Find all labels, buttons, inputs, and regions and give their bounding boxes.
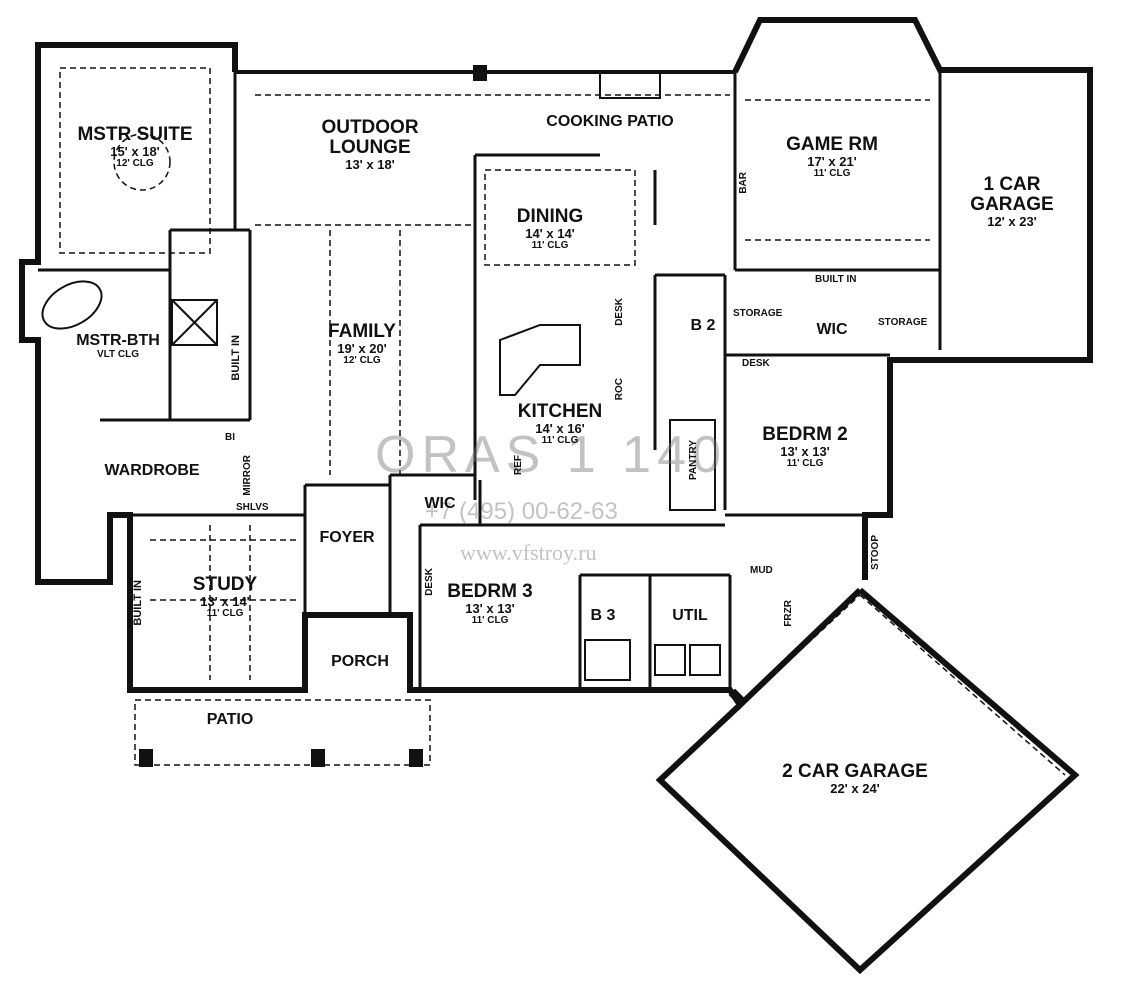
room-dims: 13' x 18' xyxy=(345,156,395,172)
pantry-shelves-icon xyxy=(669,419,716,511)
label-built-in-game: BUILT IN xyxy=(815,274,857,285)
label-desk-bedrm2: DESK xyxy=(742,358,770,369)
room-ceiling: 12' CLG xyxy=(116,157,154,169)
room-dims: 22' x 24' xyxy=(830,780,880,796)
room-dims: 19' x 20' xyxy=(337,340,387,356)
room-name: B 2 xyxy=(690,317,716,334)
room-ceiling: VLT CLG xyxy=(96,348,140,360)
room-dims: 13' x 13' xyxy=(780,443,830,459)
room-ceiling: 11' CLG xyxy=(531,239,569,251)
room-name: B 3 xyxy=(590,607,616,624)
room-patio: PATIO xyxy=(206,711,254,729)
room-name: DINING xyxy=(516,206,584,227)
label-ref: REF xyxy=(513,455,524,475)
room-name: MSTR-BTH xyxy=(76,332,160,349)
exterior-walls xyxy=(19,17,1093,975)
label-roc: ROC xyxy=(614,378,625,401)
watermark-phone: +7 (495) 00-62-63 xyxy=(425,498,618,525)
shower-icon xyxy=(171,299,218,346)
washer-icon xyxy=(654,644,686,676)
label-frzr: FRZR xyxy=(783,600,794,627)
room-wic-right: WIC xyxy=(816,321,848,339)
room-name: OUTDOOR LOUNGE xyxy=(321,117,419,158)
label-storage-right: STORAGE xyxy=(878,317,928,328)
room-ceiling: 11' CLG xyxy=(813,167,851,179)
label-stoop: STOOP xyxy=(870,535,881,570)
label-shlvs: SHLVS xyxy=(236,502,269,513)
room-name: MSTR SUITE xyxy=(77,124,193,145)
room-porch: PORCH xyxy=(331,653,389,671)
label-pantry: PANTRY xyxy=(688,440,699,480)
label-built-in-study: BUILT IN xyxy=(132,580,144,626)
bathtub-b3-icon xyxy=(584,639,631,681)
room-util: UTIL xyxy=(672,607,708,625)
tub-icon xyxy=(41,280,103,330)
room-name: WIC xyxy=(816,321,848,338)
room-name: FAMILY xyxy=(328,321,396,342)
room-name: KITCHEN xyxy=(517,401,603,422)
fireplace-icon xyxy=(599,71,661,99)
watermark-url: www.vfstroy.ru xyxy=(460,540,597,565)
interior-walls xyxy=(38,45,942,690)
room-name: UTIL xyxy=(672,607,708,624)
label-bar: BAR xyxy=(738,172,749,194)
room-ceiling: 11' CLG xyxy=(206,607,244,619)
room-name: FOYER xyxy=(319,529,375,546)
room-name: COOKING PATIO xyxy=(546,113,674,130)
room-dims: 14' x 14' xyxy=(525,225,575,241)
room-dims: 13' x 14' xyxy=(200,593,250,609)
room-dims: 14' x 16' xyxy=(535,420,585,436)
room-dims: 12' x 23' xyxy=(987,213,1037,229)
label-bi: BI xyxy=(225,432,235,443)
room-name: BEDRM 2 xyxy=(762,424,848,445)
fixtures xyxy=(41,65,747,767)
label-desk-bedrm3: DESK xyxy=(424,568,435,596)
room-name: WARDROBE xyxy=(104,462,200,479)
room-dims: 13' x 13' xyxy=(465,600,515,616)
room-wic-center: WIC xyxy=(424,495,456,513)
room-wardrobe: WARDROBE xyxy=(104,462,200,480)
room-foyer: FOYER xyxy=(319,529,375,547)
label-desk-kitchen: DESK xyxy=(614,298,625,326)
room-b2: B 2 xyxy=(690,317,716,335)
label-mirror: MIRROR xyxy=(242,455,253,496)
room-name: WIC xyxy=(424,495,456,512)
room-b3: B 3 xyxy=(590,607,616,625)
room-ceiling: 11' CLG xyxy=(471,614,509,626)
kitchen-island-icon xyxy=(499,324,581,396)
label-storage-left: STORAGE xyxy=(733,308,783,319)
dryer-icon xyxy=(689,644,721,676)
label-mud: MUD xyxy=(750,565,773,576)
room-dims: 17' x 21' xyxy=(807,153,857,169)
room-name: PATIO xyxy=(206,711,254,728)
room-ceiling: 11' CLG xyxy=(541,434,579,446)
room-ceiling: 11' CLG xyxy=(786,457,824,469)
watermark-brand: ORAS 1 140 xyxy=(375,426,727,484)
room-name: STUDY xyxy=(192,574,258,595)
room-name: BEDRM 3 xyxy=(447,581,533,602)
room-cooking-patio: COOKING PATIO xyxy=(546,113,674,131)
room-name: PORCH xyxy=(331,653,389,670)
room-name: GAME RM xyxy=(786,134,878,155)
room-name: 2 CAR GARAGE xyxy=(782,761,928,782)
room-name: 1 CAR GARAGE xyxy=(970,174,1054,215)
label-built-in-left: BUILT IN xyxy=(230,335,242,381)
dashed-lines xyxy=(59,67,1066,781)
room-dims: 15' x 18' xyxy=(110,143,160,159)
room-ceiling: 12' CLG xyxy=(343,354,381,366)
